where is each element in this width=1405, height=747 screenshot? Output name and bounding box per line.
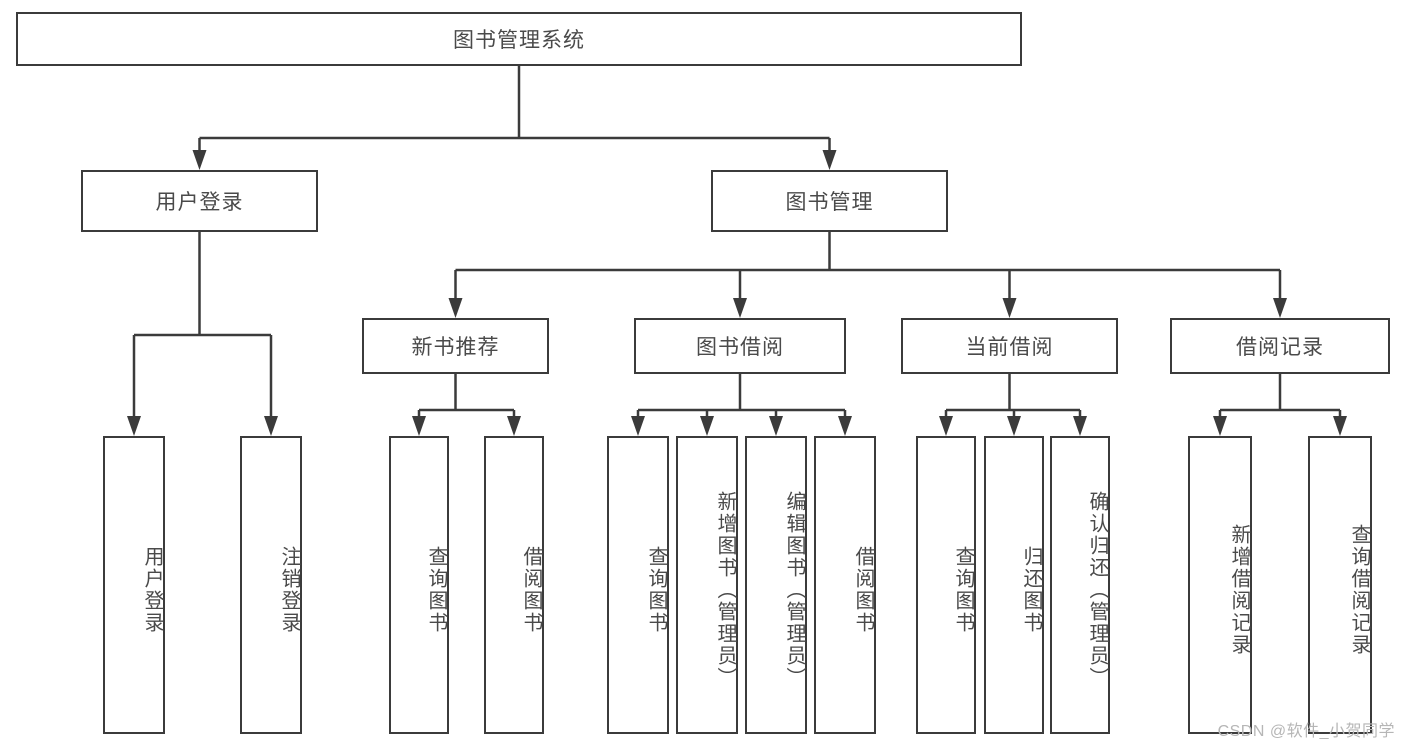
node-label: 图书管理 xyxy=(785,191,874,214)
arrowhead-icon xyxy=(127,416,141,436)
node-label: 新增图书（管理员） xyxy=(714,491,736,689)
arrowhead-icon xyxy=(507,416,521,436)
node-label: 查询图书 xyxy=(425,546,447,634)
node-label: 图书管理系统 xyxy=(453,29,585,52)
arrowhead-icon xyxy=(631,416,645,436)
arrowhead-icon xyxy=(822,150,837,170)
arrowhead-icon xyxy=(1273,298,1287,318)
arrowhead-icon xyxy=(838,416,852,436)
node-leaf-10[interactable]: 归还图书 xyxy=(984,436,1044,734)
node-label: 图书借阅 xyxy=(696,336,784,359)
node-label: 新书推荐 xyxy=(411,336,500,359)
node-leaf-7[interactable]: 编辑图书（管理员） xyxy=(745,436,807,734)
node-label: 查询借阅记录 xyxy=(1348,524,1370,656)
node-label: 注销登录 xyxy=(278,546,300,634)
watermark-label: CSDN @软件_小贺同学 xyxy=(1217,723,1395,740)
node-leaf-6[interactable]: 新增图书（管理员） xyxy=(676,436,738,734)
node-current[interactable]: 当前借阅 xyxy=(901,318,1118,374)
arrowhead-icon xyxy=(733,298,747,318)
arrowhead-icon xyxy=(1333,416,1347,436)
node-borrow[interactable]: 图书借阅 xyxy=(634,318,846,374)
node-leaf-9[interactable]: 查询图书 xyxy=(916,436,976,734)
node-leaf-11[interactable]: 确认归还（管理员） xyxy=(1050,436,1110,734)
node-leaf-3[interactable]: 查询图书 xyxy=(389,436,449,734)
arrowhead-icon xyxy=(264,416,278,436)
node-leaf-1[interactable]: 用户登录 xyxy=(103,436,165,734)
node-leaf-12[interactable]: 新增借阅记录 xyxy=(1188,436,1252,734)
node-record[interactable]: 借阅记录 xyxy=(1170,318,1390,374)
arrowhead-icon xyxy=(939,416,953,436)
node-label: 借阅图书 xyxy=(520,546,542,634)
node-label: 用户登录 xyxy=(141,546,163,634)
node-label: 借阅图书 xyxy=(852,546,874,634)
arrowhead-icon xyxy=(769,416,783,436)
node-label: 借阅记录 xyxy=(1236,336,1324,359)
node-newbook[interactable]: 新书推荐 xyxy=(362,318,549,374)
node-label: 新增借阅记录 xyxy=(1228,524,1250,656)
node-label: 用户登录 xyxy=(155,191,244,214)
node-leaf-4[interactable]: 借阅图书 xyxy=(484,436,544,734)
node-label: 编辑图书（管理员） xyxy=(783,491,805,689)
node-bookmgmt[interactable]: 图书管理 xyxy=(711,170,948,232)
node-root[interactable]: 图书管理系统 xyxy=(16,12,1022,66)
arrowhead-icon xyxy=(700,416,714,436)
node-label: 查询图书 xyxy=(952,546,974,634)
node-leaf-13[interactable]: 查询借阅记录 xyxy=(1308,436,1372,734)
node-leaf-2[interactable]: 注销登录 xyxy=(240,436,302,734)
arrowhead-icon xyxy=(1073,416,1087,436)
arrowhead-icon xyxy=(448,298,463,318)
arrowhead-icon xyxy=(412,416,426,436)
node-label: 查询图书 xyxy=(645,546,667,634)
node-leaf-8[interactable]: 借阅图书 xyxy=(814,436,876,734)
arrowhead-icon xyxy=(192,150,207,170)
arrowhead-icon xyxy=(1007,416,1021,436)
node-leaf-5[interactable]: 查询图书 xyxy=(607,436,669,734)
node-label: 归还图书 xyxy=(1020,546,1042,634)
node-label: 确认归还（管理员） xyxy=(1086,491,1108,689)
node-label: 当前借阅 xyxy=(965,336,1054,359)
arrowhead-icon xyxy=(1002,298,1017,318)
node-login[interactable]: 用户登录 xyxy=(81,170,318,232)
arrowhead-icon xyxy=(1213,416,1227,436)
